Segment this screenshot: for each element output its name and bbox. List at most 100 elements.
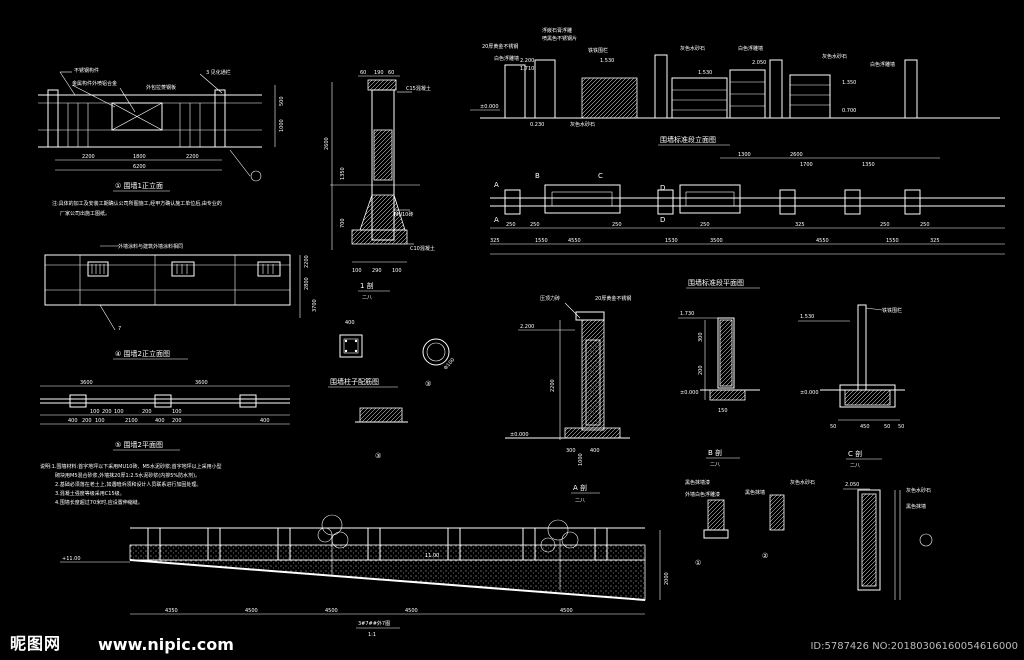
detail-label-3: 黑色抹墙: [745, 489, 765, 496]
fence2-plan-dim-1: 3600: [80, 380, 93, 386]
colsec-label-c10: C10混凝土: [410, 245, 435, 252]
stdelev-label-5: 铁铁围栏: [588, 47, 608, 54]
colsec-dim-1: 60: [360, 70, 366, 76]
svg-text:7: 7: [118, 326, 121, 332]
svg-text:A: A: [494, 216, 499, 224]
stdelev-label-10: 灰色水砂石: [570, 121, 595, 128]
stdelev-ground: ±0.000: [480, 104, 499, 110]
section-b: 1.730 ±0.000 300 200 150 B 剖 二八: [678, 311, 760, 468]
fence1-note2: 厂家公司出施工图纸。: [60, 210, 110, 217]
colsec-side-1: 2600: [324, 137, 330, 150]
site-logo[interactable]: 昵图网: [10, 634, 62, 653]
stdelev-title: 围墙标准段立面图: [660, 135, 716, 144]
fence2-side-1: 2200: [304, 255, 310, 268]
note-line-3: 2.基础必须落在老土上,如遇暗浜须和设计人员联系进行加固处理。: [55, 481, 201, 488]
stdplan-top-4: 1350: [862, 162, 875, 168]
colsec-dim-2: 190: [374, 70, 384, 76]
colsec-side-2: 1350: [340, 167, 346, 180]
fence1-side-dim-2: 1000: [279, 119, 285, 132]
note-line-4: 3.混凝土强度等级采用C15级。: [55, 490, 125, 497]
seca-dim-3: 300: [566, 448, 576, 454]
detail-label-4: 灰色水砂石: [790, 479, 815, 486]
fence2-elevation: 外墙涂料与建筑外墙涂料相同 7 2200 2800 3700 ④ 围墙2正立面图: [44, 243, 318, 360]
stdplan-letter-d1: D: [660, 184, 665, 192]
fence2-plan: 3600 3600 100 200 100 200 100 400 200 10…: [40, 380, 290, 451]
seca-title: A 剖: [573, 483, 587, 492]
stdelev-dim-6: 1.350: [842, 80, 856, 86]
site-url[interactable]: www.nipic.com: [98, 635, 234, 654]
colsec-label-mu10: MU10砖: [394, 211, 413, 218]
slope-title: 3#7##外7图: [358, 620, 390, 627]
seca-level-ground: ±0.000: [510, 432, 529, 438]
stdelev-dim-3: 1.530: [600, 58, 614, 64]
image-id: ID:5787426 NO:20180306160054616000: [810, 641, 1018, 652]
fence2-plan-b3: 100: [114, 409, 124, 415]
fence2-label: 外墙涂料与建筑外墙涂料相同: [118, 243, 183, 250]
seca-dim-2: 1000: [578, 453, 584, 466]
detail-d1: ①: [695, 559, 701, 567]
fence2-plan-b5: 100: [172, 409, 182, 415]
fence2-elevation-title: ④ 围墙2正立面图: [115, 349, 170, 358]
slope-dim-4: 4500: [405, 608, 418, 614]
svg-text:③: ③: [375, 452, 381, 460]
fence1-label-ref: 3 见化通栏: [206, 69, 231, 76]
colplan-dim: 400: [345, 320, 355, 326]
detail-label-1: 黑色抹墙漆: [685, 479, 710, 486]
secc-level-top: 1.530: [800, 314, 814, 320]
column-plan: 400 围墙柱子配筋图 Φ100 ③ ③: [328, 320, 456, 460]
slope-dim-5: 4500: [560, 608, 573, 614]
colsec-bottom-1: 100: [352, 268, 362, 274]
fence2-plan-b1: 100: [90, 409, 100, 415]
secc-dim-4: 50: [898, 424, 904, 430]
secb-dim-3: 150: [718, 408, 728, 414]
colplan-title: 围墙柱子配筋图: [330, 377, 379, 386]
fence2-plan-b9: 2100: [125, 418, 138, 424]
secc-sub: 二八: [850, 463, 860, 469]
slope-dim-2: 4500: [245, 608, 258, 614]
seca-dim-4: 400: [590, 448, 600, 454]
standard-elevation: ±0.000 20厚黄金不锈钢 浮嵌石膏浮雕 喷黑色不锈钢片 白色浮雕墙 铁铁围…: [470, 27, 1000, 146]
secc-level-ground: ±0.000: [800, 390, 819, 396]
seca-level-top: 2.200: [520, 324, 534, 330]
stdplan-mid-2: 250: [530, 222, 540, 228]
stdelev-label-2: 浮嵌石膏浮雕: [542, 27, 572, 34]
fence2-plan-b7: 200: [82, 418, 92, 424]
stdplan-letter-d2: D: [660, 216, 665, 224]
fence1-label-mesh: 外包拉菱钢板: [146, 84, 176, 91]
colsec-title: 1 剖: [360, 281, 374, 290]
section-c: 1.530 铁铁围栏 ±0.000 50 450 50 50 C 剖 二八: [798, 304, 905, 469]
stdplan-bot-2: 1550: [535, 238, 548, 244]
stdplan-bot-8: 325: [930, 238, 940, 244]
slope-side: 2000: [664, 572, 670, 585]
secb-level-ground: ±0.000: [680, 390, 699, 396]
colsec-sub: 二八: [362, 295, 372, 301]
section-a: 压顶力砖 20厚黄金不锈钢 2.200 ±0.000 2200 1000 300…: [505, 295, 631, 504]
fence1-title: ① 围墙1正立面: [115, 181, 163, 190]
fence2-plan-b2: 200: [102, 409, 112, 415]
fence1-label-gold: 金属构件外喷铝合金: [72, 80, 117, 87]
secb-dim-2: 200: [698, 365, 704, 375]
column-section: 60 190 60 C15混凝土 MU10砖 C10混凝土 2600 1350 …: [324, 70, 435, 301]
stdelev-label-9: 白色浮雕墙: [870, 61, 895, 68]
fence1-label-steel: 不锈钢构件: [74, 67, 99, 74]
detail-label-5: 灰色水砂石: [906, 487, 931, 494]
stdplan-bot-6: 4550: [816, 238, 829, 244]
fence1-dim-3: 2200: [186, 154, 199, 160]
fence2-side-2: 2800: [304, 277, 310, 290]
secc-dim-2: 450: [860, 424, 870, 430]
detail-level: 2.050: [845, 482, 859, 488]
general-notes: 说明:1.围墙材料:首字地坪以下采用MU10砖、M5水泥砂浆;首字地坪以上采用小…: [40, 463, 222, 506]
stdelev-label-4: 白色浮雕墙: [494, 55, 519, 62]
stdplan-title: 围墙标准段平面图: [688, 278, 744, 287]
fence1-elevation: 不锈钢构件 金属构件外喷铝合金 外包拉菱钢板 3 见化通栏 2200 1800 …: [38, 67, 285, 217]
stdplan-top-1: 1300: [738, 152, 751, 158]
stdplan-mid-3: 250: [612, 222, 622, 228]
slope-sub: 1:1: [368, 632, 376, 638]
slope-dim-3: 4500: [325, 608, 338, 614]
stdplan-letter-a: A: [494, 181, 499, 189]
detail-d2: ②: [762, 552, 768, 560]
stdplan-top-2: 2600: [790, 152, 803, 158]
stdplan-letter-c: C: [598, 172, 603, 180]
stdplan-bot-1: 325: [490, 238, 500, 244]
